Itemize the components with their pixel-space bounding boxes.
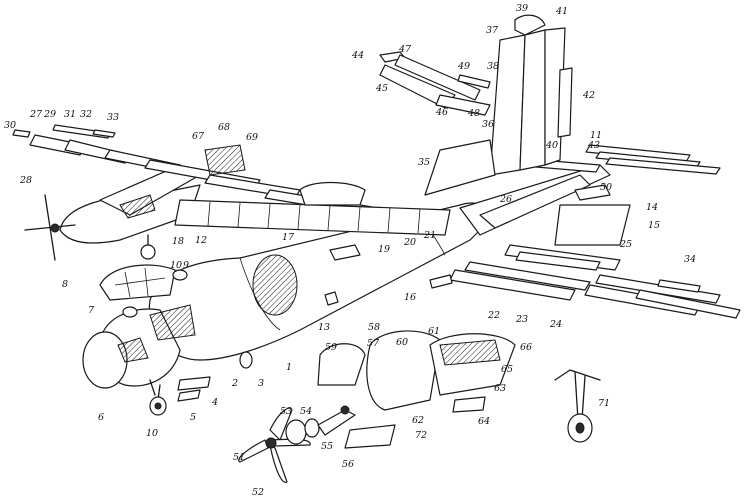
callout-label: 63: [494, 383, 506, 394]
callout-label: 8: [62, 279, 68, 290]
callout-label: 32: [80, 109, 92, 120]
callout-label: 72: [415, 430, 427, 441]
cockpit-canopy: [99, 264, 196, 341]
callout-label: 19: [378, 244, 390, 255]
callout-label: 18: [172, 236, 184, 247]
nose-landing-gear: [149, 379, 167, 416]
propeller-assembly: [238, 405, 356, 483]
callout-label: 43: [587, 140, 600, 151]
callout-label: 33: [107, 112, 119, 123]
callout-label: 30: [4, 120, 16, 131]
callout-label: 10: [170, 260, 182, 271]
callout-label: 20: [403, 237, 416, 248]
callout-label: 48: [467, 108, 480, 119]
vertical-tail: [424, 14, 573, 196]
callout-label: 16: [404, 292, 416, 303]
callout-label: 5: [190, 412, 196, 423]
callout-label: 35: [418, 157, 430, 168]
callout-label: 61: [428, 326, 440, 337]
callout-label: 25: [619, 239, 632, 250]
callout-label: 40: [545, 140, 558, 151]
callout-label: 65: [501, 364, 513, 375]
callout-label: 34: [684, 254, 696, 265]
callout-label: 29: [43, 109, 56, 120]
callout-label: 45: [375, 83, 388, 94]
main-landing-gear: [554, 369, 601, 443]
callout-label: 68: [218, 122, 230, 133]
top-parts: [379, 51, 491, 116]
callout-label: 9: [183, 260, 189, 271]
callout-label: 10: [146, 428, 158, 439]
callout-label: 2: [231, 378, 238, 389]
callout-label: 1: [286, 362, 292, 373]
callout-label: 60: [396, 337, 408, 348]
callout-label: 23: [515, 314, 528, 325]
callout-label: 31: [64, 109, 76, 120]
callout-label: 42: [582, 90, 595, 101]
callout-label: 56: [342, 459, 354, 470]
callout-label: 54: [300, 406, 312, 417]
callout-label: 62: [412, 415, 424, 426]
callout-label: 21: [423, 230, 436, 241]
callout-label: 58: [368, 322, 380, 333]
reference-aircraft: [24, 164, 201, 261]
tail-boom: [459, 164, 611, 236]
callout-label: 57: [367, 338, 380, 349]
callout-label: 7: [88, 305, 95, 316]
callout-label: 28: [19, 175, 32, 186]
callout-label: 3: [258, 378, 264, 389]
callout-label: 15: [648, 220, 660, 231]
callout-label: 4: [211, 397, 218, 408]
callout-label: 71: [598, 398, 610, 409]
engine-nacelle: [317, 330, 516, 449]
callout-label: 39: [516, 3, 528, 14]
callout-label: 49: [457, 61, 470, 72]
callout-label: 37: [486, 25, 499, 36]
callout-label: 64: [478, 416, 490, 427]
callout-label: 46: [435, 107, 448, 118]
callout-label: 38: [487, 61, 499, 72]
callout-label: 13: [318, 322, 330, 333]
callout-label: 41: [555, 6, 568, 17]
callout-label: 14: [646, 202, 658, 213]
callout-label: 36: [482, 119, 494, 130]
fuselage: [148, 202, 496, 361]
callout-label: 11: [590, 130, 602, 141]
callout-label: 59: [325, 342, 337, 353]
center-wing-section: [174, 144, 451, 236]
callout-label: 67: [192, 131, 205, 142]
callout-label: 53: [280, 406, 292, 417]
callout-label: 51: [233, 452, 245, 463]
small-parts: [122, 244, 453, 402]
callout-label: 44: [351, 50, 364, 61]
callout-label: 26: [499, 194, 512, 205]
right-wing-panels: [449, 244, 741, 319]
callout-label: 17: [282, 232, 295, 243]
callout-label: 47: [398, 44, 412, 55]
callout-label: 12: [195, 235, 207, 246]
callout-label: 50: [600, 182, 612, 193]
callout-label: 55: [321, 441, 333, 452]
callout-label: 22: [487, 310, 500, 321]
callout-label: 66: [520, 342, 532, 353]
callout-label: 6: [98, 412, 104, 423]
callout-label: 52: [252, 487, 264, 498]
callout-label: 27: [29, 109, 43, 120]
callout-label: 24: [549, 319, 562, 330]
callout-label: 69: [246, 132, 258, 143]
